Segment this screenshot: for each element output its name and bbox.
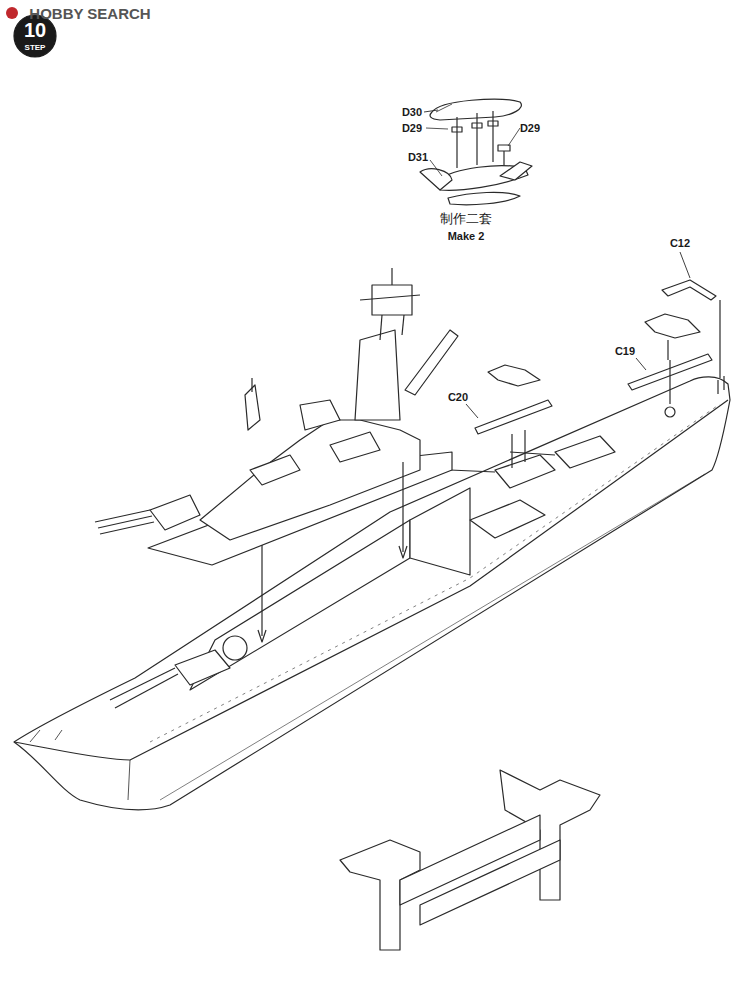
aircraft-parts [420, 99, 532, 204]
logo-mark [6, 7, 18, 19]
note: Make 2 [448, 230, 485, 242]
leader-lines [424, 110, 690, 418]
part-number: C20 [448, 391, 468, 403]
part-number: C12 [670, 237, 690, 249]
assembly-arrows [258, 462, 407, 642]
part-number: C19 [615, 345, 635, 357]
step-word: STEP [25, 44, 46, 53]
part-number: D29 [520, 122, 540, 134]
part-number: D31 [408, 151, 428, 163]
note: 制作二套 [440, 212, 492, 226]
part-number: D30 [402, 106, 422, 118]
hull [14, 376, 730, 810]
catapults-crane [475, 280, 720, 468]
display-stand [340, 770, 600, 950]
step-number: 10 [24, 19, 46, 41]
watermark: HOBBY SEARCH [29, 6, 150, 23]
superstructure [95, 268, 458, 565]
part-number: D29 [402, 122, 422, 134]
